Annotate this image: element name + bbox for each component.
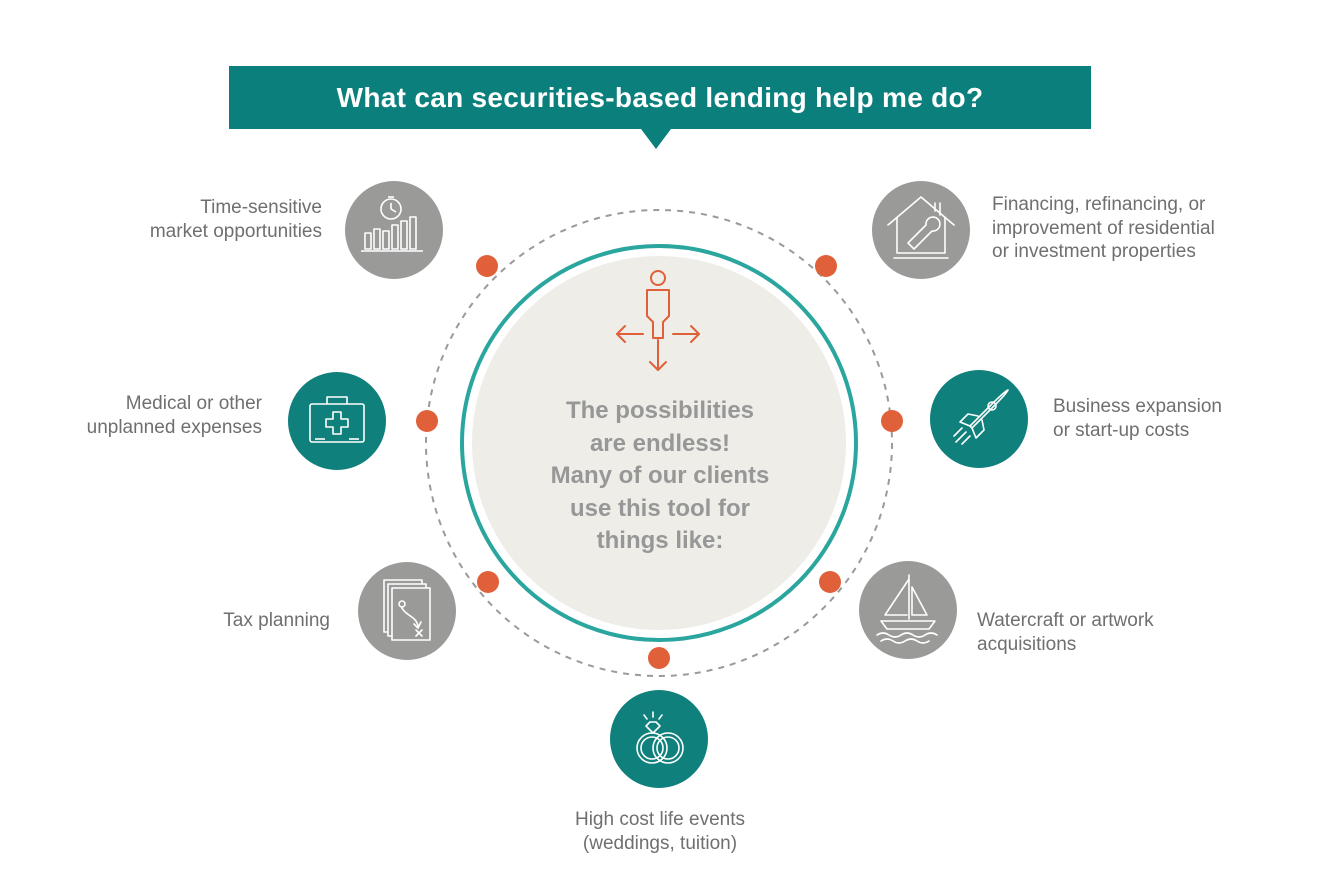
medical-kit-icon [288, 372, 386, 470]
orbit-dot [881, 410, 903, 432]
orbit-dot [648, 647, 670, 669]
person-arrows-icon [616, 270, 700, 371]
bar-chart-clock-icon [345, 181, 443, 279]
item-label: High cost life events (weddings, tuition… [574, 809, 746, 854]
sailboat-icon [859, 561, 957, 659]
orbit-dot [819, 571, 841, 593]
header-banner: What can securities-based lending help m… [229, 66, 1091, 129]
rocket-icon [930, 370, 1028, 468]
orbit-dot [477, 571, 499, 593]
page-title: What can securities-based lending help m… [336, 81, 984, 113]
strategy-papers-icon [358, 562, 456, 660]
wedding-rings-icon [610, 690, 708, 788]
item-label: Watercraft or artwork acquisitions [977, 610, 1154, 655]
orbit-dot [416, 410, 438, 432]
orbit-dot [815, 255, 837, 277]
center-message: The possibilities are endless! Many of o… [550, 397, 770, 554]
orbit-dot [476, 255, 498, 277]
item-label: Financing, refinancing, or improvement o… [992, 194, 1215, 262]
house-wrench-icon [872, 181, 970, 279]
item-label: Time-sensitive market opportunities [149, 197, 322, 242]
item-label: Business expansion or start-up costs [1053, 396, 1222, 441]
banner-pointer [641, 129, 671, 149]
item-label: Tax planning [223, 610, 330, 631]
item-label: Medical or other unplanned expenses [86, 393, 262, 438]
